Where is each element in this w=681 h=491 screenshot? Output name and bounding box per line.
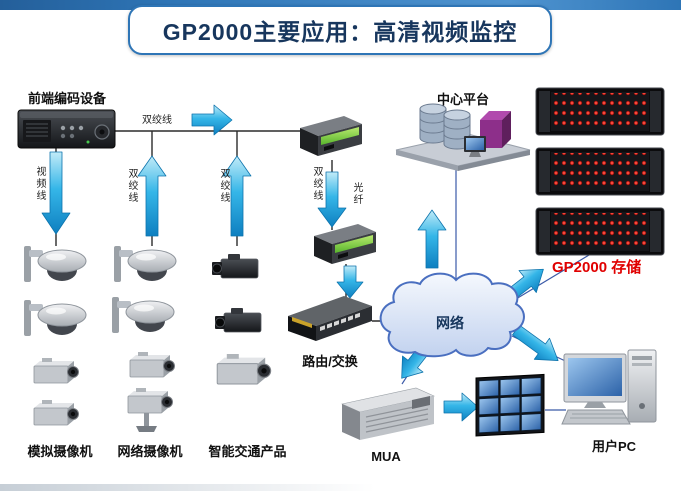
traffic-camera-group (211, 253, 272, 385)
database-icon (419, 103, 447, 144)
box-camera-icon (33, 399, 79, 426)
video-wall-device (475, 373, 545, 437)
user-pc-device (561, 349, 657, 425)
frontend-encoder-label: 前端编码设备 (28, 91, 107, 106)
router-switch-device (288, 296, 372, 341)
network-cloud-label: 网络 (436, 315, 464, 331)
cable-label-twisted-pair-2: 双绞线 (126, 168, 137, 204)
console-monitor-icon (464, 136, 486, 157)
title-box: GP2000主要应用：高清视频监控 (128, 5, 552, 55)
arrow-mua-to-wall (443, 392, 479, 422)
network-camera-group (111, 245, 177, 432)
speed-dome-camera-icon (111, 296, 175, 334)
storage-array-2 (535, 147, 665, 196)
cable-label-video-line: 视频线 (34, 166, 45, 202)
traffic-camera-icon (214, 307, 262, 333)
arrow-cloud-to-platform (417, 209, 447, 269)
user-pc-label: 用户PC (591, 439, 637, 454)
traffic-products-label: 智能交通产品 (208, 444, 287, 459)
connector-lines (55, 130, 390, 322)
media-converter-device-2 (314, 224, 376, 264)
network-cameras-label: 网络摄像机 (117, 444, 183, 459)
arrow-dvr-to-analog (41, 151, 71, 235)
cable-label-twisted-pair-3: 双绞线 (218, 168, 229, 204)
box-camera-icon (33, 357, 79, 384)
mua-label: MUA (371, 449, 401, 464)
analog-cameras-label: 模拟摄像机 (27, 444, 93, 459)
dome-camera-icon (23, 245, 87, 283)
center-platform-device (395, 103, 531, 171)
bottom-accent-strip (0, 484, 375, 491)
arrow-cloud-to-pc (512, 324, 559, 361)
arrow-netcam-up (137, 155, 167, 237)
arrow-converter-down (336, 265, 364, 299)
gp2000-storage-label: GP2000 存储 (552, 259, 642, 276)
arrow-dvr-to-switch (191, 104, 233, 136)
router-switch-label: 路由/交换 (302, 354, 358, 369)
cable-label-fiber: 光纤 (351, 182, 362, 206)
arrow-traffic-up (222, 155, 252, 237)
cable-label-twisted-pair-4: 双绞线 (311, 166, 322, 202)
media-converter-device-1 (300, 116, 362, 156)
dvr-device (17, 109, 116, 149)
network-cloud-shape (379, 272, 525, 358)
box-camera-icon (129, 351, 175, 378)
traffic-camera-icon (211, 253, 259, 279)
cable-label-twisted-pair: 双绞线 (142, 115, 172, 126)
dome-camera-icon (113, 245, 177, 283)
page-title: GP2000主要应用：高清视频监控 (162, 19, 518, 45)
mua-server-device (341, 387, 435, 440)
dome-camera-icon (23, 299, 87, 337)
ptz-camera-icon (127, 387, 173, 432)
arrow-switch-down (317, 171, 347, 228)
storage-array-3 (535, 207, 665, 256)
center-platform-label: 中心平台 (436, 92, 489, 107)
storage-array-1 (535, 87, 665, 136)
traffic-camera-icon (216, 353, 272, 385)
analog-camera-group (23, 245, 87, 426)
